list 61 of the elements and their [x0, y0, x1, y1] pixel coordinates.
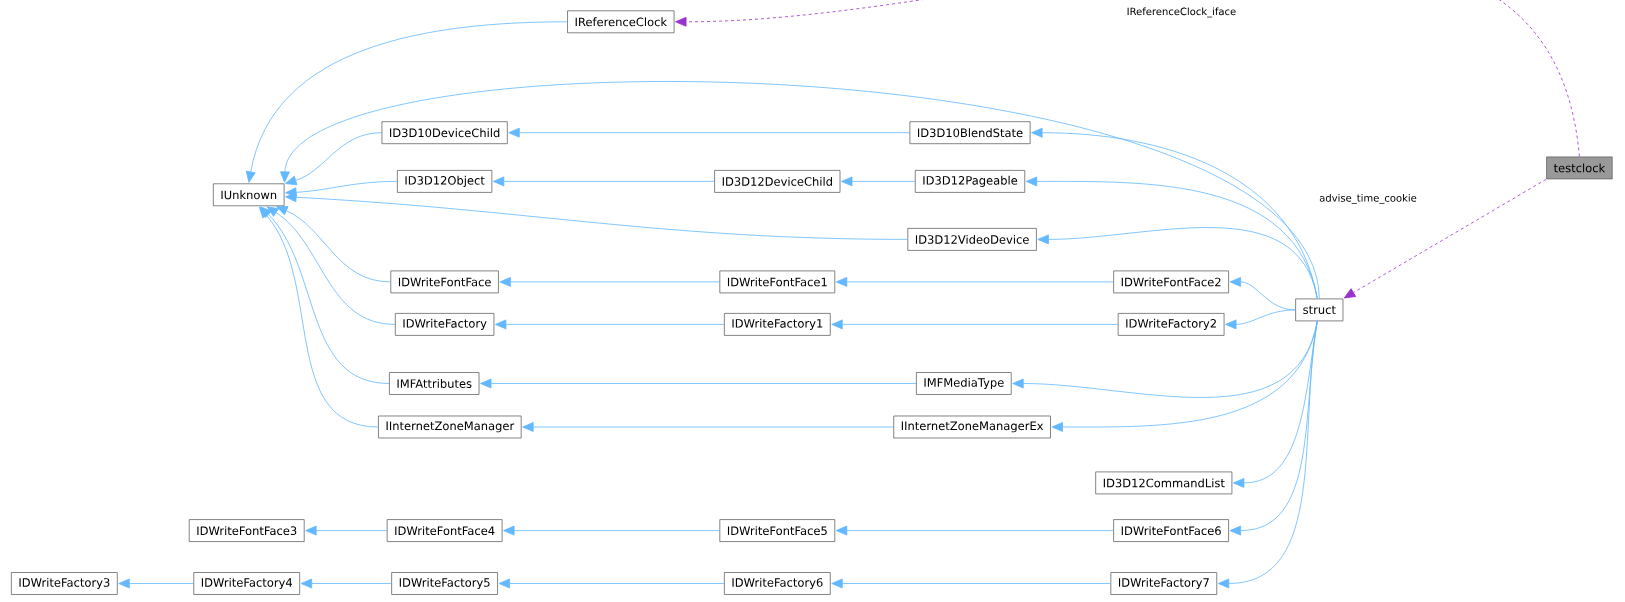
arrow	[508, 127, 910, 138]
arrow	[498, 578, 725, 589]
arrow	[1217, 320, 1318, 589]
class-box: IDWriteFactory5	[391, 572, 498, 595]
class-box: testclock	[1546, 156, 1613, 180]
class-box: IDWriteFactory7	[1110, 572, 1218, 595]
arrow	[285, 181, 398, 198]
class-box: IDWriteFactory	[394, 313, 495, 336]
arrow	[280, 81, 1320, 299]
arrow	[1343, 178, 1547, 299]
class-box: IDWriteFontFace6	[1113, 519, 1229, 542]
arrow	[266, 206, 396, 325]
arrow	[492, 176, 715, 187]
class-box: ID3D10DeviceChild	[381, 121, 508, 145]
arrow	[835, 277, 1114, 287]
edge-label: IReferenceClock_iface	[1127, 7, 1236, 18]
arrow	[1037, 227, 1318, 299]
arrow	[831, 319, 1119, 330]
class-box: struct	[1295, 298, 1344, 322]
class-box: IDWriteFactory4	[193, 572, 301, 595]
arrow	[522, 422, 894, 432]
arrow	[285, 192, 908, 240]
arrow	[499, 277, 720, 287]
arrow	[300, 578, 392, 589]
class-box: IMFMediaType	[915, 372, 1012, 395]
arrow	[831, 578, 1111, 589]
arrow	[494, 319, 725, 330]
arrow	[258, 206, 379, 428]
class-box: IUnknown	[212, 183, 285, 207]
class-box: ID3D10BlendState	[909, 121, 1031, 145]
class-box: ID3D12DeviceChild	[714, 170, 841, 193]
class-box: IDWriteFontFace4	[386, 519, 503, 542]
edge-label: advise_time_cookie	[1319, 194, 1417, 204]
class-box: ID3D12Object	[396, 170, 493, 193]
class-box: IDWriteFactory2	[1117, 313, 1225, 336]
arrow	[245, 21, 568, 183]
class-box: IDWriteFactory1	[723, 313, 831, 336]
class-box: IInternetZoneManagerEx	[893, 415, 1051, 439]
class-box: IReferenceClock	[567, 10, 675, 34]
class-box: IDWriteFontFace2	[1113, 270, 1229, 294]
arrow	[285, 132, 382, 186]
class-box: IInternetZoneManager	[378, 415, 522, 439]
class-box: IDWriteFactory3	[10, 572, 118, 595]
arrow	[305, 525, 388, 536]
arrow	[118, 578, 194, 589]
class-box: IDWriteFactory6	[723, 572, 831, 595]
class-box: IDWriteFontFace3	[188, 519, 305, 542]
class-box: ID3D12CommandList	[1095, 471, 1233, 495]
arrow	[1225, 309, 1296, 330]
arrow	[503, 525, 720, 536]
arrow	[675, 0, 1580, 157]
class-box: IDWriteFontFace	[390, 270, 499, 294]
class-box: ID3D12Pageable	[914, 170, 1026, 193]
arrow	[841, 176, 916, 187]
arrow	[480, 378, 917, 389]
class-box: ID3D12VideoDevice	[907, 228, 1037, 251]
class-box: IDWriteFontFace1	[719, 270, 836, 294]
arrow	[276, 206, 391, 283]
arrow	[835, 525, 1114, 536]
class-box: IMFAttributes	[389, 372, 480, 395]
class-box: IDWriteFontFace5	[719, 519, 836, 542]
